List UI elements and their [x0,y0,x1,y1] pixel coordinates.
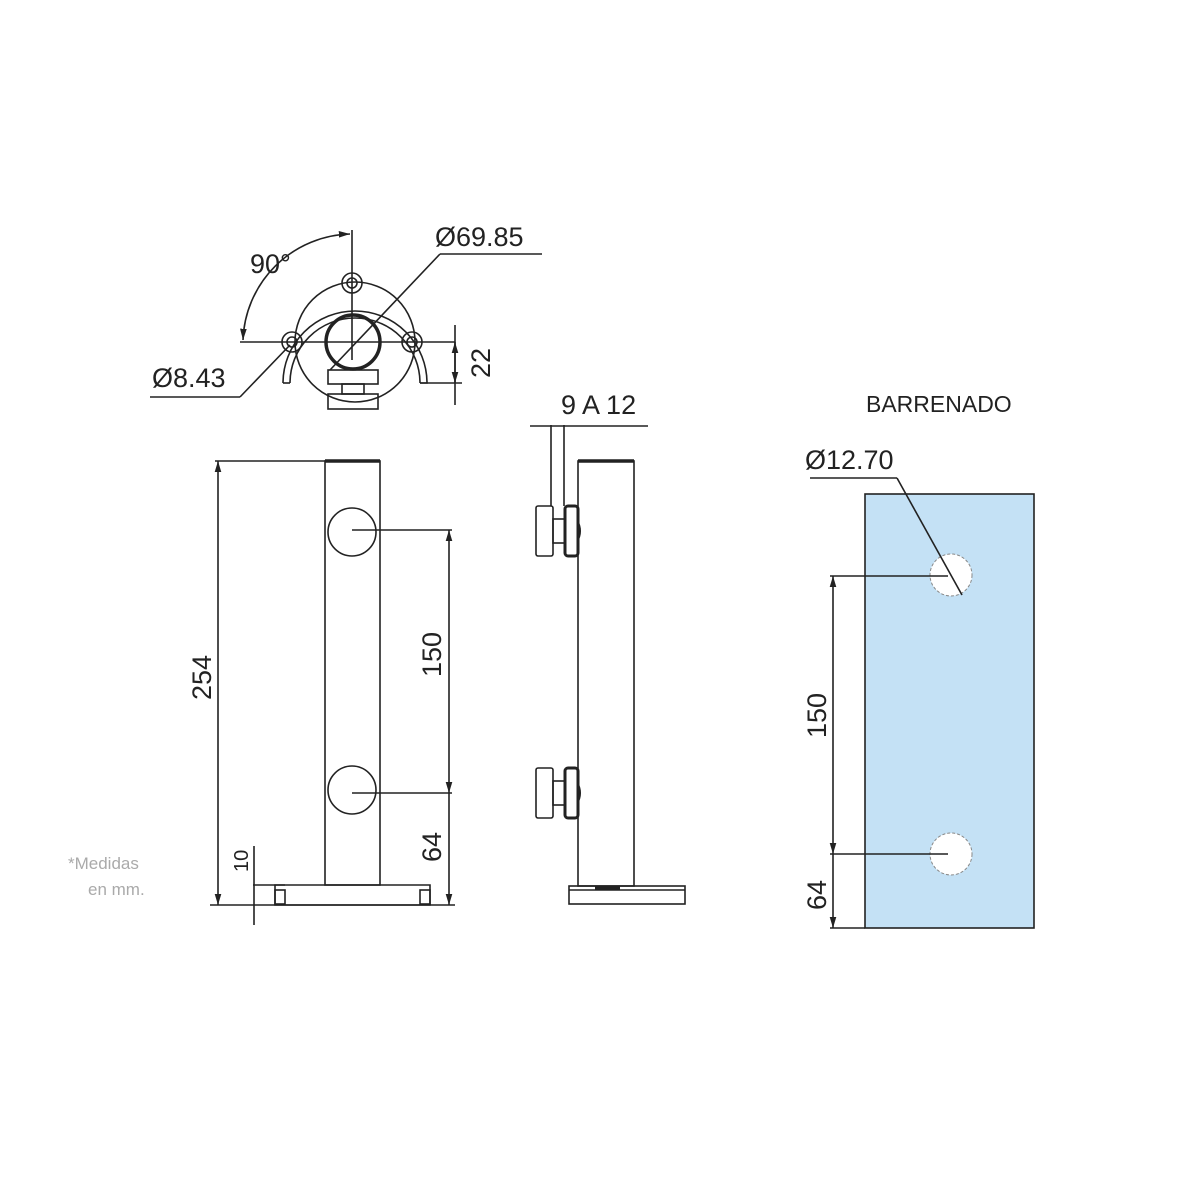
angle-label: 90° [250,249,291,279]
drill-hole-spacing-label: 150 [802,693,832,738]
front-bottom-hole-label: 64 [417,832,447,862]
drilling-title: BARRENADO [866,391,1012,417]
drill-diameter-label: Ø12.70 [805,445,894,475]
hole-diameter-label: Ø8.43 [152,363,226,393]
height-label: 254 [187,655,217,700]
front-view: 254 150 64 10 [187,459,455,925]
drill-bottom-hole-label: 64 [802,880,832,910]
glass-thickness-label: 9 A 12 [561,390,636,420]
outer-diameter-label: Ø69.85 [435,222,524,252]
note-line-1: *Medidas [68,854,139,873]
note-line-2: en mm. [88,880,145,899]
top-view: 90° Ø69.85 Ø8.43 22 [150,222,542,410]
base-thickness-label: 10 [231,850,253,872]
offset-label: 22 [466,348,496,378]
units-note: *Medidas en mm. [68,854,145,899]
side-view: 9 A 12 [530,390,686,905]
drilling-view: BARRENADO Ø12.70 150 64 [802,391,1035,929]
front-hole-spacing-label: 150 [417,632,447,677]
